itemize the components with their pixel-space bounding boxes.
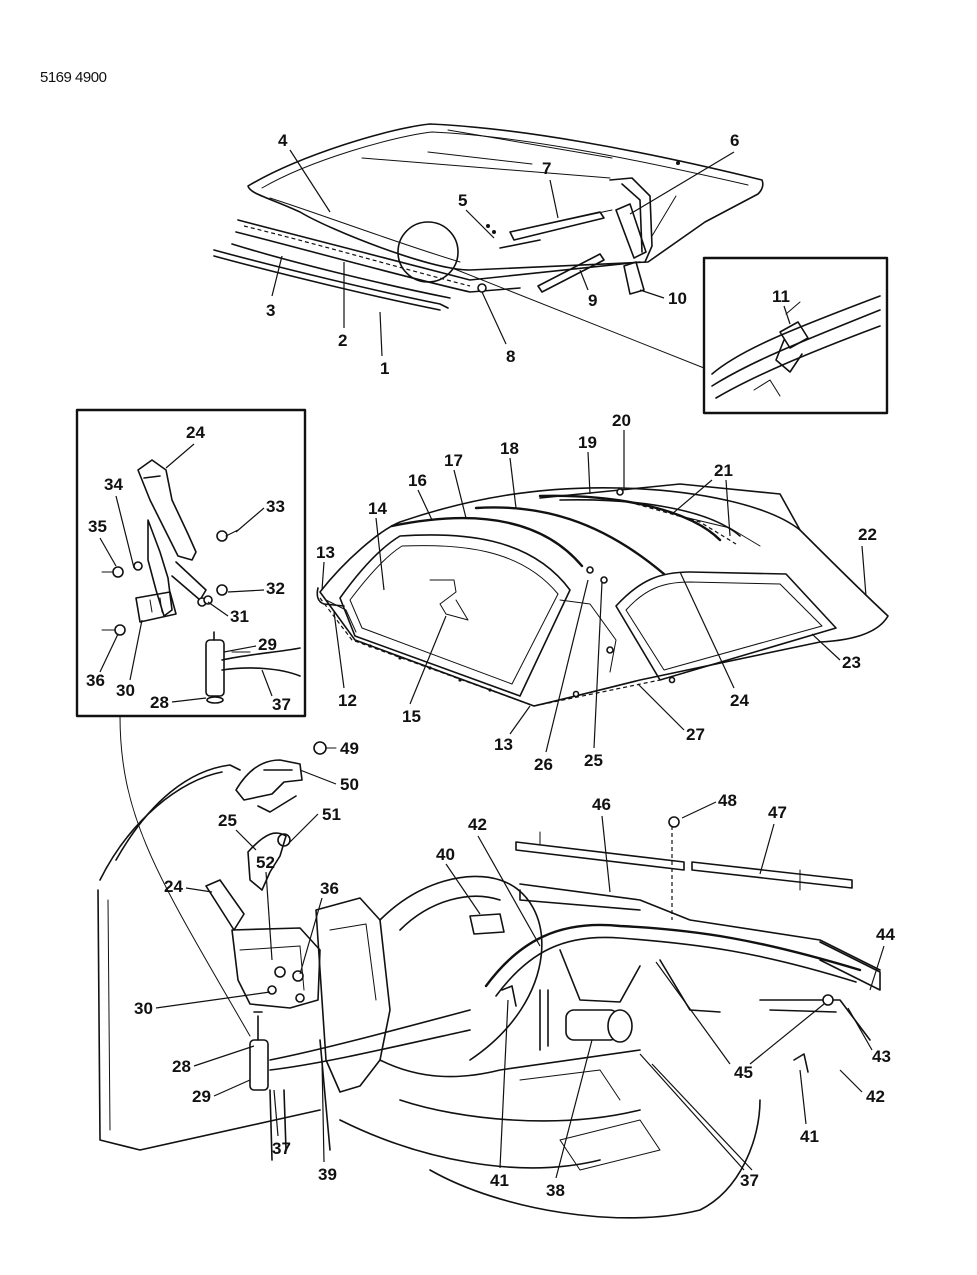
callout-52: 52 bbox=[256, 853, 275, 872]
callout-42: 42 bbox=[866, 1087, 885, 1106]
callout-40: 40 bbox=[436, 845, 455, 864]
callout-24: 24 bbox=[186, 423, 205, 442]
callout-36: 36 bbox=[320, 879, 339, 898]
callout-11: 11 bbox=[772, 287, 790, 306]
callout-36: 36 bbox=[86, 671, 105, 690]
callout-4: 4 bbox=[278, 131, 288, 150]
callout-14: 14 bbox=[368, 499, 387, 518]
callout-35: 35 bbox=[88, 517, 107, 536]
callout-44: 44 bbox=[876, 925, 895, 944]
callout-19: 19 bbox=[578, 433, 597, 452]
callout-21: 21 bbox=[714, 461, 733, 480]
callout-29: 29 bbox=[192, 1087, 211, 1106]
callout-48: 48 bbox=[718, 791, 737, 810]
callout-12: 12 bbox=[338, 691, 357, 710]
callout-6: 6 bbox=[730, 131, 739, 150]
detail-callout-circle bbox=[397, 221, 459, 283]
callout-49: 49 bbox=[340, 739, 359, 758]
callout-28: 28 bbox=[150, 693, 169, 712]
callout-16: 16 bbox=[408, 471, 427, 490]
callout-30: 30 bbox=[134, 999, 153, 1018]
clip-detail-inset bbox=[702, 256, 889, 415]
callout-43: 43 bbox=[872, 1047, 891, 1066]
callout-51: 51 bbox=[322, 805, 341, 824]
callout-41: 41 bbox=[800, 1127, 819, 1146]
callout-42: 42 bbox=[468, 815, 487, 834]
callout-labels: 1 2 3 4 5 6 7 8 9 10 11 12 13 13 14 15 1… bbox=[86, 131, 895, 1200]
callout-47: 47 bbox=[768, 803, 787, 822]
callout-45: 45 bbox=[734, 1063, 753, 1082]
callout-25: 25 bbox=[218, 811, 237, 830]
callout-31: 31 bbox=[230, 607, 249, 626]
callout-34: 34 bbox=[104, 475, 123, 494]
callout-25: 25 bbox=[584, 751, 603, 770]
callout-8: 8 bbox=[506, 347, 515, 366]
callout-22: 22 bbox=[858, 525, 877, 544]
callout-33: 33 bbox=[266, 497, 285, 516]
callout-41: 41 bbox=[490, 1171, 509, 1190]
callout-18: 18 bbox=[500, 439, 519, 458]
convertible-top-illustration bbox=[316, 483, 889, 707]
callout-26: 26 bbox=[534, 755, 553, 774]
callout-17: 17 bbox=[444, 451, 463, 470]
callout-38: 38 bbox=[546, 1181, 565, 1200]
callout-39: 39 bbox=[318, 1165, 337, 1184]
callout-32: 32 bbox=[266, 579, 285, 598]
callout-24: 24 bbox=[164, 877, 183, 896]
callout-13: 13 bbox=[316, 543, 335, 562]
hardtop-illustration bbox=[213, 123, 764, 369]
callout-5: 5 bbox=[458, 191, 467, 210]
callout-1: 1 bbox=[380, 359, 389, 378]
body-assembly-illustration bbox=[97, 741, 881, 1219]
callout-9: 9 bbox=[588, 291, 597, 310]
callout-13: 13 bbox=[494, 735, 513, 754]
callout-37: 37 bbox=[272, 1139, 291, 1158]
callout-20: 20 bbox=[612, 411, 631, 430]
callout-10: 10 bbox=[668, 289, 687, 308]
callout-37: 37 bbox=[740, 1171, 759, 1190]
callout-37: 37 bbox=[272, 695, 291, 714]
callout-30: 30 bbox=[116, 681, 135, 700]
linkage-detail-inset bbox=[75, 408, 307, 1037]
callout-23: 23 bbox=[842, 653, 861, 672]
callout-3: 3 bbox=[266, 301, 275, 320]
callout-15: 15 bbox=[402, 707, 421, 726]
callout-46: 46 bbox=[592, 795, 611, 814]
callout-2: 2 bbox=[338, 331, 347, 350]
callout-27: 27 bbox=[686, 725, 705, 744]
callout-50: 50 bbox=[340, 775, 359, 794]
callout-24: 24 bbox=[730, 691, 749, 710]
callout-28: 28 bbox=[172, 1057, 191, 1076]
drawing-code: 5169 4900 bbox=[40, 69, 107, 86]
callout-29: 29 bbox=[258, 635, 277, 654]
callout-7: 7 bbox=[542, 159, 551, 178]
